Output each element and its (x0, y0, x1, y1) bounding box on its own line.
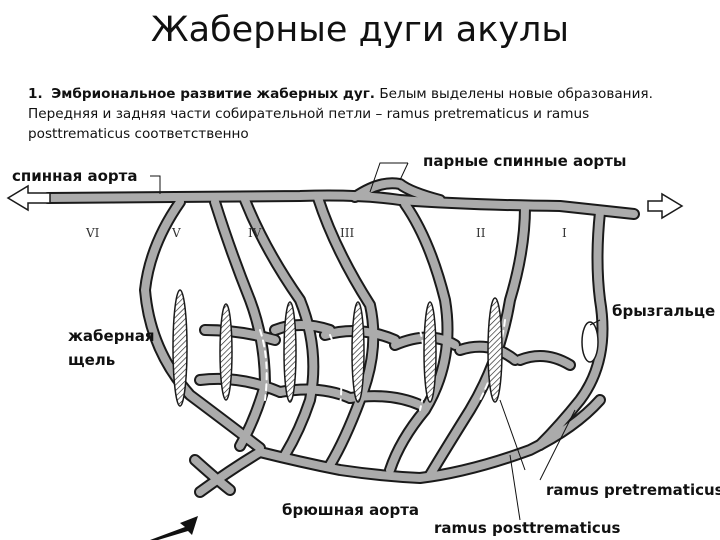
arch-numeral: VI (85, 226, 100, 240)
arch-numeral: II (476, 226, 486, 240)
caption-number: 1. (28, 86, 43, 102)
right-arrow (647, 192, 684, 220)
leader-lines (150, 162, 601, 521)
left-arrow (6, 184, 51, 212)
arch-numerals: VI V IV III II I (85, 226, 567, 240)
gill-slit (423, 301, 437, 403)
arch-numeral: III (340, 226, 354, 240)
page-title: Жаберные дуги акулы (150, 10, 570, 50)
label-ramus-pretrematicus: ramus pretrematicus (546, 481, 720, 499)
inflow-arrow (150, 516, 198, 540)
arch-numeral: I (562, 226, 567, 240)
label-ventral-aorta: брюшная аорта (282, 501, 419, 519)
gill-slit (172, 289, 188, 407)
label-ramus-posttrematicus: ramus posttrematicus (434, 519, 620, 537)
gill-slit (219, 303, 233, 401)
gill-slit (487, 297, 503, 403)
caption-line-3: posttrematicus соответственно (28, 126, 249, 142)
label-spiracle: брызгальце (612, 302, 715, 320)
label-gill-slit-line2: щель (68, 351, 115, 369)
caption-line-2: Передняя и задняя части собирательной пе… (28, 106, 590, 122)
gill-arches-diagram: VI V IV III II I спинная аорта парные сп… (6, 152, 720, 540)
gill-slit (283, 301, 297, 403)
label-gill-slit-line1: жаберная (68, 327, 155, 345)
gill-slit (351, 301, 365, 403)
label-paired-dorsal-aortae: парные спинные аорты (423, 152, 626, 170)
gill-slits (172, 289, 503, 407)
arch-numeral: IV (248, 226, 262, 240)
caption-line1-rest: Белым выделены новые образования. (379, 86, 653, 102)
figure-caption: 1. Эмбриональное развитие жаберных дуг. … (28, 84, 708, 144)
arch-numeral: V (171, 226, 181, 240)
caption-bold-text: Эмбриональное развитие жаберных дуг. (51, 86, 375, 102)
label-dorsal-aorta: спинная аорта (12, 167, 137, 185)
spiracle-shape (581, 321, 599, 363)
caption-line-1: 1. Эмбриональное развитие жаберных дуг. … (28, 84, 708, 104)
